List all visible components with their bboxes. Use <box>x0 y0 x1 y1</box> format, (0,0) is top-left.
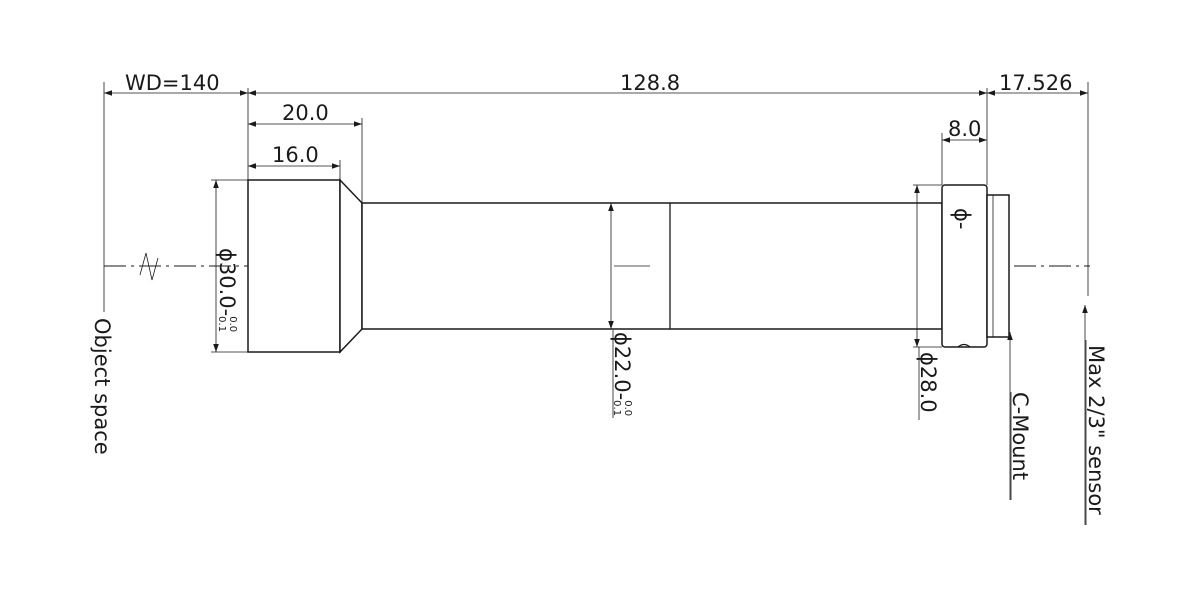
front-cylinder <box>247 179 341 353</box>
sensor-group: Max 2/3" sensor <box>1084 345 1108 515</box>
lens-body <box>247 178 1010 354</box>
mount-thread <box>986 194 1010 338</box>
rear-diameter-label: ϕ28.0 <box>916 352 940 413</box>
axis-break-symbol <box>139 252 159 281</box>
front-cylinder-length-label: 16.0 <box>272 143 319 167</box>
sensor-label: Max 2/3" sensor <box>1084 345 1108 515</box>
flange-distance-label: 17.526 <box>999 71 1072 95</box>
set-screw-hole <box>957 343 971 348</box>
front-diameter-group: ϕ30.0-0.00.1 <box>215 248 239 332</box>
rear-diameter-group: ϕ28.0 <box>916 352 940 413</box>
total-length-label: 128.8 <box>620 71 680 95</box>
front-barrel-length-label: 20.0 <box>282 101 329 125</box>
dimension-lines <box>104 90 1088 352</box>
front-diameter-label: ϕ30.0-0.00.1 <box>215 248 239 332</box>
middle-diameter-label: ϕ22.0-0.00.1 <box>610 332 634 416</box>
c-mount-label: C-Mount <box>1008 392 1032 480</box>
object-space-label: Object space <box>90 318 114 455</box>
middle-tube <box>361 202 943 330</box>
front-taper <box>339 178 363 354</box>
ring-mark-group: ϕ- <box>950 208 974 229</box>
rear-ring-length-label: 8.0 <box>948 117 981 141</box>
ring-mark-label: ϕ- <box>950 208 974 229</box>
mount-group: C-Mount <box>1008 392 1032 480</box>
middle-diameter-group: ϕ22.0-0.00.1 <box>610 332 634 416</box>
object-space-group: Object space <box>90 318 114 455</box>
wd-label: WD=140 <box>125 71 220 95</box>
